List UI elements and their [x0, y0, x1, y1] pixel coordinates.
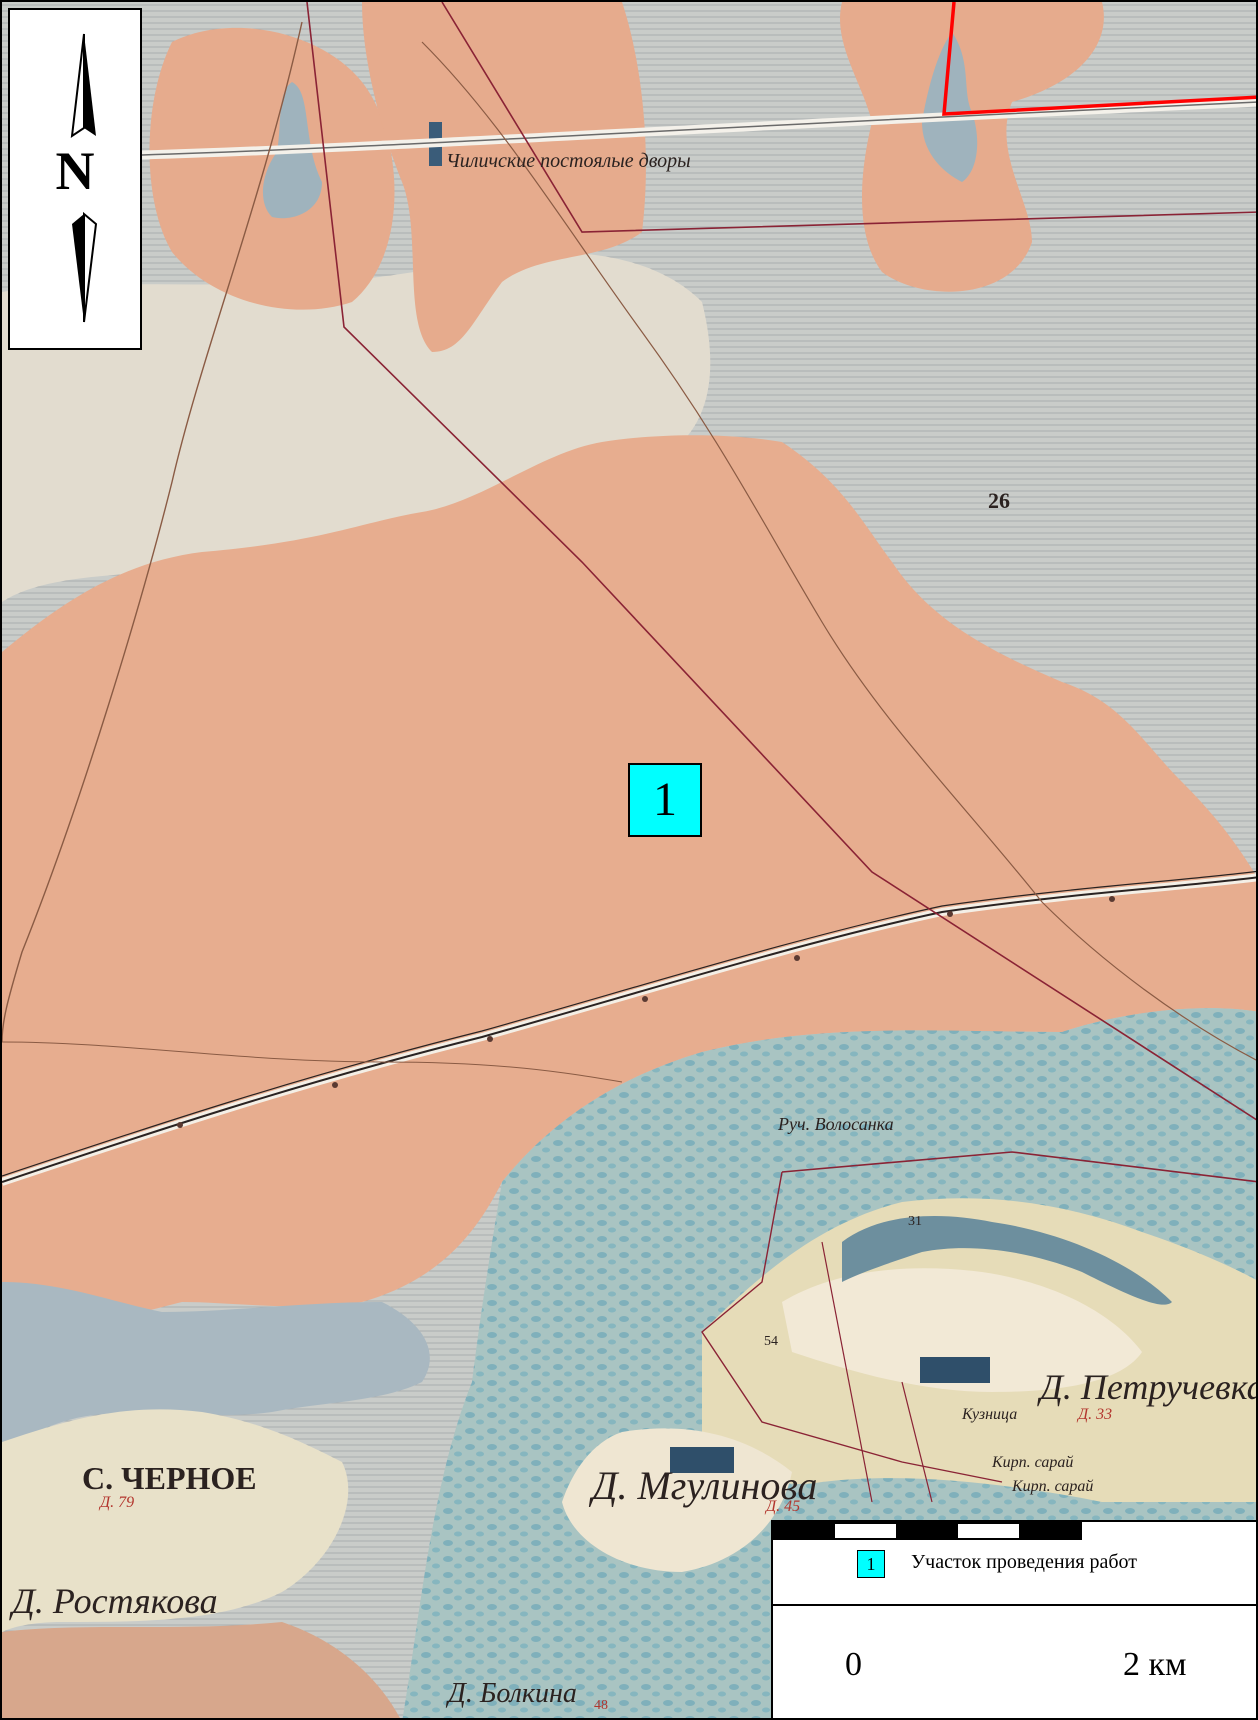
village-mgulinova-label: Д. Мгулинова — [592, 1463, 818, 1508]
road-marker — [332, 1082, 338, 1088]
track — [2, 1041, 623, 1083]
village-chernoe-houses-label: Д. 79 — [100, 1494, 135, 1511]
village-mgulinova-houses-label: Д. 45 — [766, 1498, 801, 1515]
boundary-line — [781, 1151, 1256, 1183]
lake — [922, 32, 978, 182]
village-area — [2, 1409, 349, 1632]
legend-item-label: Участок проведения работ — [911, 1551, 1137, 1573]
parcel-number-label: 26 — [988, 488, 1010, 513]
map-number-label: 48 — [594, 1698, 608, 1713]
boundary-line — [821, 1241, 873, 1503]
highlight-boundary — [942, 2, 1256, 116]
brick-shed-label: Кирп. сарай — [992, 1454, 1074, 1471]
road — [2, 870, 1256, 1177]
legend: 1 Участок проведения работ 0 2 км — [771, 1520, 1256, 1718]
inn-label: Чиличские постоялые дворы — [446, 150, 691, 172]
road — [2, 876, 1256, 1183]
north-arrow: N — [8, 8, 142, 350]
road-marker — [177, 1122, 183, 1128]
legend-item: 1 Участок проведения работ — [773, 1522, 1256, 1606]
village-petrushevka-label: Д. Петручевка — [1040, 1367, 1258, 1407]
lake — [2, 1282, 430, 1442]
road-marker — [794, 955, 800, 961]
north-arrow-icon — [70, 33, 98, 323]
scale-segment — [1019, 1523, 1081, 1539]
boundary-line — [441, 2, 1256, 233]
pond — [842, 1216, 1172, 1305]
road-marker — [642, 996, 648, 1002]
field-area — [2, 1622, 400, 1718]
village-area — [562, 1428, 792, 1572]
map-number-label: 31 — [908, 1214, 922, 1229]
boundary-line — [306, 2, 1256, 1121]
village-chernoe-label: С. ЧЕРНОЕ — [82, 1460, 257, 1496]
village-area — [782, 1268, 1142, 1392]
track — [421, 41, 1256, 1061]
stream-label: Руч. Волосанка — [778, 1114, 894, 1134]
pasture-area — [2, 435, 1256, 1317]
village-rostyakova-label: Д. Ростякова — [12, 1581, 218, 1621]
smithy-label: Кузница — [962, 1406, 1018, 1423]
boundary-line — [901, 1381, 933, 1503]
scale-bar — [773, 1522, 1082, 1540]
road-marker — [487, 1036, 493, 1042]
track — [2, 21, 303, 1043]
scale-end-label: 2 км — [1123, 1646, 1187, 1683]
scale-segment — [896, 1523, 958, 1539]
pasture-area — [362, 2, 646, 352]
building — [920, 1357, 990, 1383]
scale-start-label: 0 — [845, 1646, 862, 1683]
boundary-line — [701, 1171, 1003, 1483]
brick-shed-label: Кирп. сарай — [1012, 1478, 1094, 1495]
map-number-label: 54 — [764, 1334, 778, 1349]
legend-swatch: 1 — [857, 1550, 885, 1578]
scale-segment — [773, 1523, 835, 1539]
north-letter: N — [55, 141, 95, 201]
building — [670, 1447, 734, 1473]
village-petrushevka-houses-label: Д. 33 — [1078, 1406, 1113, 1423]
road-marker — [947, 911, 953, 917]
road-marker — [1109, 896, 1115, 902]
road — [141, 101, 1256, 156]
field-area — [2, 252, 711, 603]
village-bolkina-label: Д. Болкина — [448, 1678, 577, 1709]
site-marker[interactable]: 1 — [628, 763, 702, 837]
